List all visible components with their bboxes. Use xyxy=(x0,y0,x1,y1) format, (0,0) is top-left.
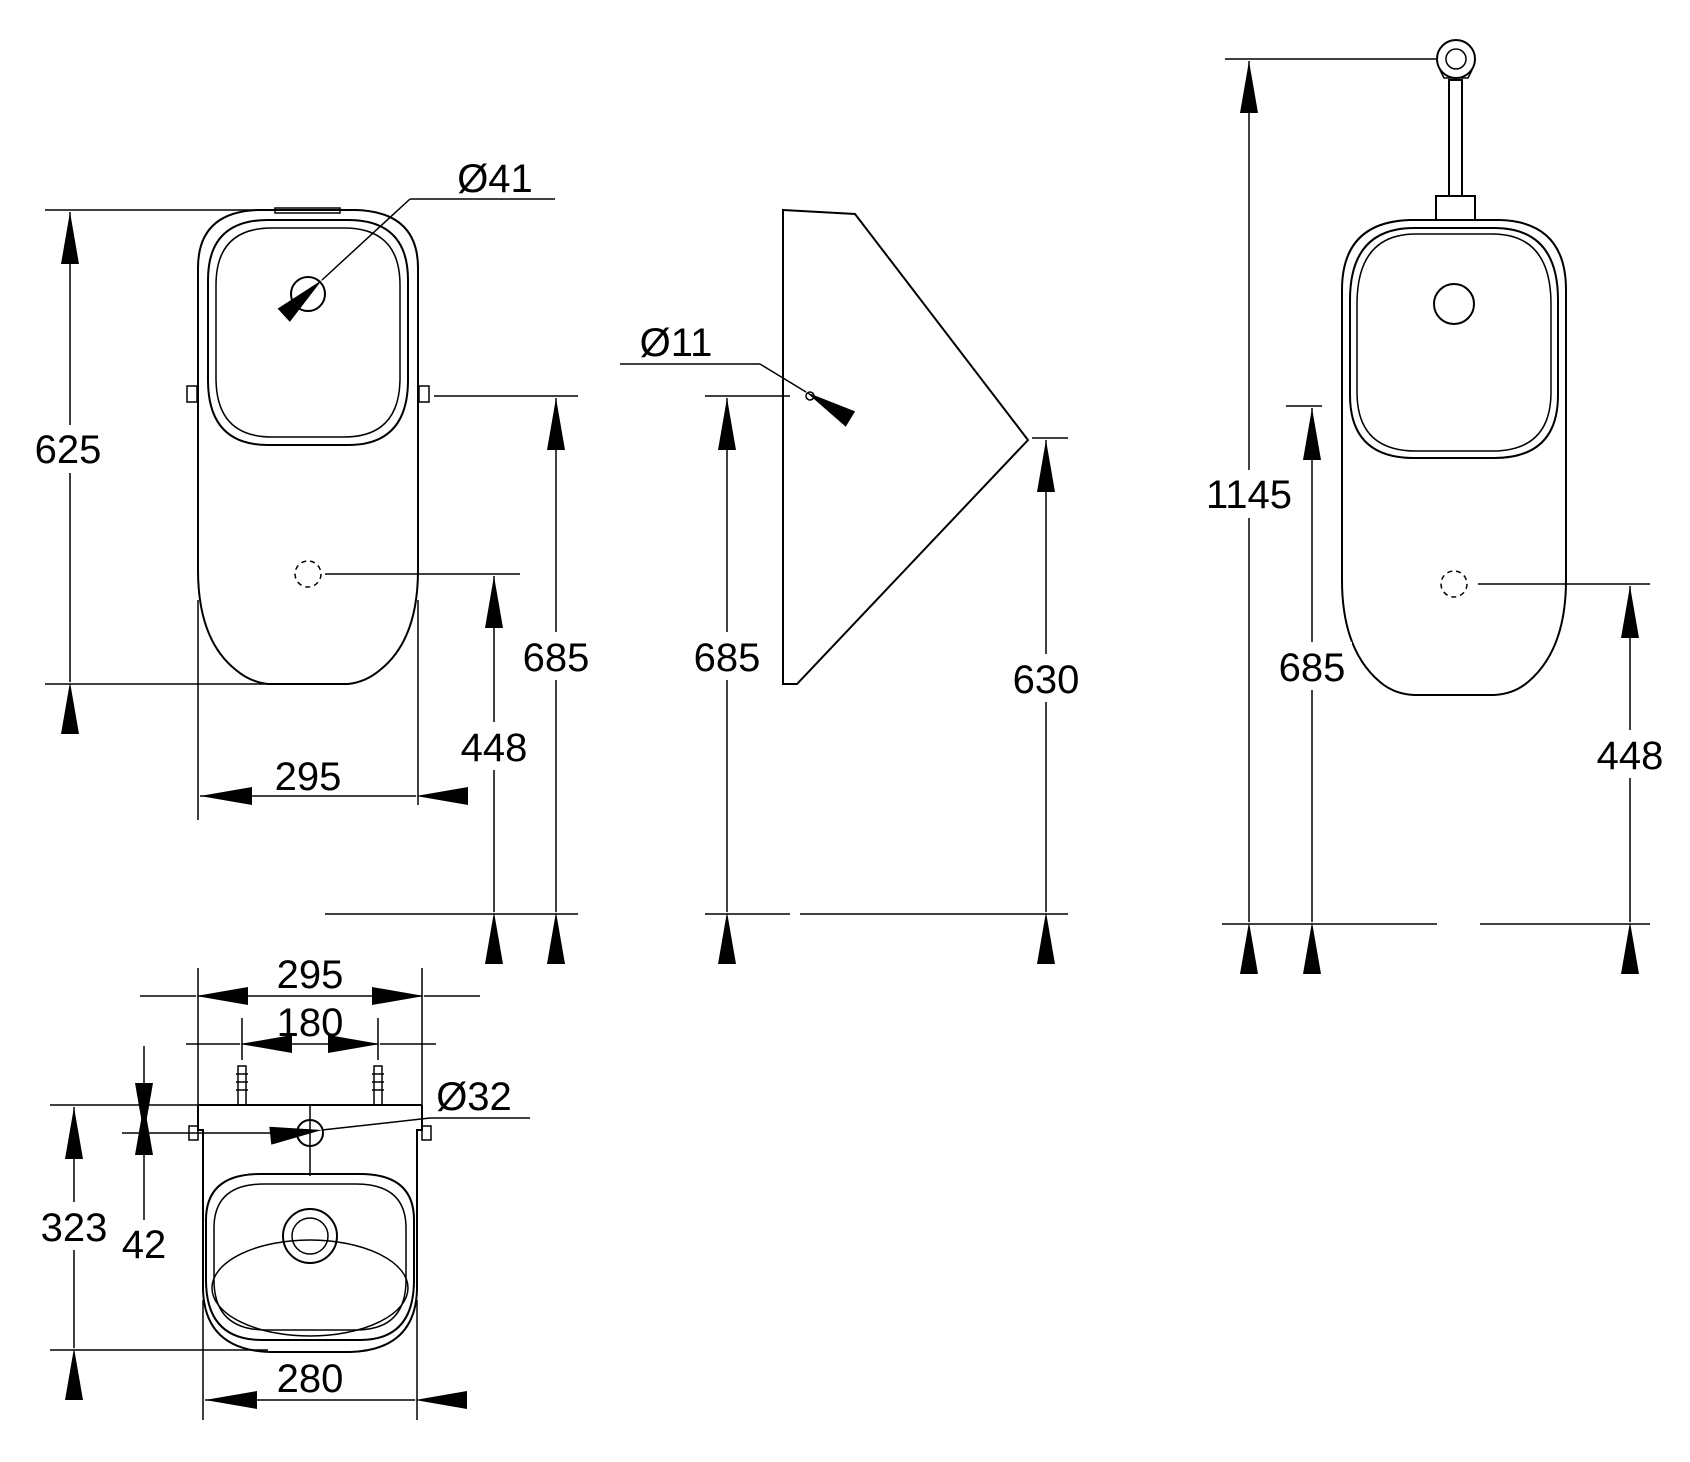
installed-view-body-outline xyxy=(1341,219,1567,696)
side-view-fixing-hole xyxy=(805,391,815,401)
top-depth-label: 323 xyxy=(41,1206,108,1250)
front-width-label: 295 xyxy=(275,755,342,799)
top-view-bowl-rim xyxy=(205,1173,415,1341)
top-bowl-width-label: 280 xyxy=(277,1357,344,1401)
installed-outlet-height-label: 448 xyxy=(1597,734,1664,778)
top-view-body-outline xyxy=(197,1105,423,1353)
front-view-right-lug xyxy=(418,385,430,403)
front-view-left-lug xyxy=(186,385,198,403)
top-view: 295 180 Ø32 323 42 280 xyxy=(34,953,530,1420)
top-inlet-diameter-label: Ø32 xyxy=(436,1075,512,1119)
top-view-drain-inner xyxy=(291,1217,329,1255)
installed-fixing-height-label: 685 xyxy=(1279,646,1346,690)
front-inlet-diameter-label: Ø41 xyxy=(457,157,533,201)
front-inlet-leader xyxy=(277,198,411,322)
side-fixing-hole-diameter-label: Ø11 xyxy=(640,321,713,365)
front-view: 625 Ø41 685 448 295 xyxy=(30,157,596,964)
top-inlet-leader xyxy=(269,1117,431,1145)
top-fixing-spacing-label: 180 xyxy=(277,1001,344,1045)
top-view-drain-outer xyxy=(282,1208,338,1264)
top-view-right-lug xyxy=(421,1125,432,1141)
side-view-profile xyxy=(782,208,1030,685)
front-height-label: 625 xyxy=(35,428,102,472)
installed-view-valve-ring xyxy=(1436,39,1476,79)
top-view-left-fixing-bolt xyxy=(236,1065,248,1106)
front-view-inlet-hole xyxy=(290,276,326,312)
installed-view-flush-pipe xyxy=(1448,79,1463,197)
installed-view-inlet-hole xyxy=(1433,283,1475,325)
installed-view-inner-rim xyxy=(1349,227,1559,459)
front-outlet-height-label: 448 xyxy=(461,726,528,770)
installed-total-height-label: 1145 xyxy=(1206,473,1292,517)
installed-view-inner-rim-line xyxy=(1356,233,1552,452)
top-view-bowl-inner xyxy=(213,1183,407,1331)
installed-view: 1145 685 448 xyxy=(1200,39,1670,974)
installed-view-outlet-hole xyxy=(1440,570,1468,598)
front-view-body-outline xyxy=(197,209,419,685)
front-view-inner-rim xyxy=(207,219,409,446)
side-fixing-leader xyxy=(759,363,856,427)
front-view-outlet-hole xyxy=(294,560,322,588)
installed-view-valve-ring-inner xyxy=(1445,48,1467,70)
installed-view-valve-ring-base xyxy=(1439,69,1473,79)
front-fixing-height-label: 685 xyxy=(523,636,590,680)
side-rim-height-label: 630 xyxy=(1013,658,1080,702)
front-view-top-cap xyxy=(274,207,341,214)
top-overall-width-label: 295 xyxy=(277,953,344,997)
installed-view-spreader xyxy=(1435,195,1476,221)
top-view-right-fixing-bolt xyxy=(372,1065,384,1106)
front-view-inner-rim-line xyxy=(215,227,401,438)
top-view-bowl-basin xyxy=(211,1239,409,1337)
top-inlet-offset-label: 42 xyxy=(122,1223,167,1267)
side-fixing-height-label: 685 xyxy=(694,636,761,680)
side-view: Ø11 685 630 xyxy=(620,208,1086,964)
